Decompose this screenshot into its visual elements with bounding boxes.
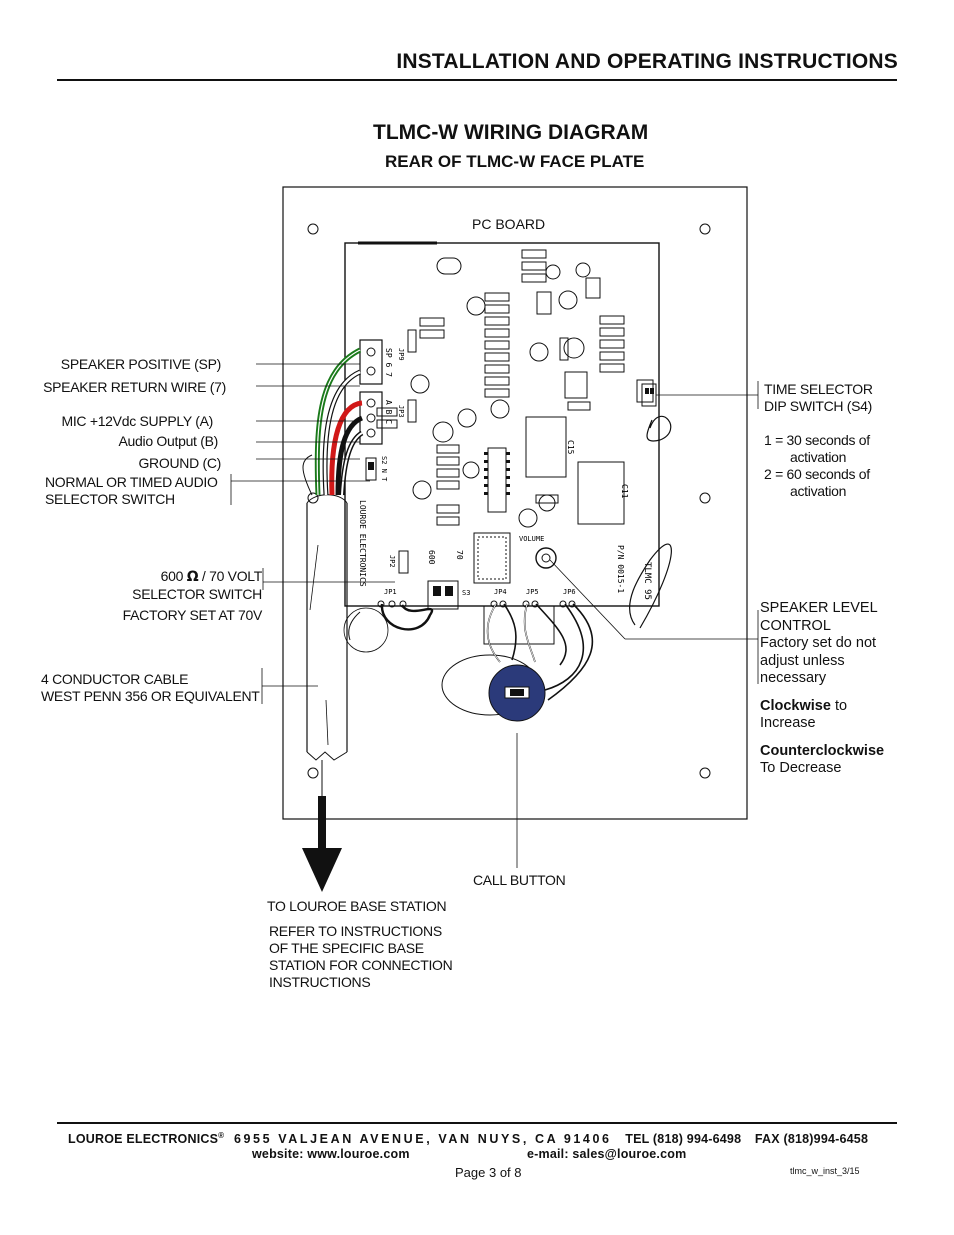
svg-text:70: 70	[455, 550, 464, 560]
footer-email[interactable]: e-mail: sales@louroe.com	[527, 1147, 687, 1161]
footer-website[interactable]: website: www.louroe.com	[252, 1147, 410, 1161]
svg-text:600: 600	[427, 550, 436, 565]
label-call-button: CALL BUTTON	[473, 872, 566, 888]
label-to-base-station: TO LOUROE BASE STATION	[267, 898, 447, 914]
cap-c15	[525, 416, 567, 478]
svg-text:S3: S3	[462, 589, 470, 597]
label-audio-output: Audio Output (B)	[118, 433, 219, 449]
doc-id: tlmc_w_inst_3/15	[790, 1166, 860, 1176]
footer-rule	[57, 1122, 897, 1124]
label-audio-selector: NORMAL OR TIMED AUDIO SELECTOR SWITCH	[45, 474, 218, 507]
capacitor-group	[410, 257, 654, 528]
svg-text:P/N 0015-1: P/N 0015-1	[616, 545, 625, 593]
pc-board	[344, 242, 660, 607]
terminal-block-mic	[359, 391, 383, 445]
label-speaker-positive: SPEAKER POSITIVE (SP)	[60, 356, 222, 372]
footer-address-line: LOUROE ELECTRONICS® 6955 VALJEAN AVENUE,…	[68, 1131, 869, 1147]
svg-text:A B C: A B C	[384, 400, 393, 424]
arrow-to-base-station	[302, 848, 342, 892]
diagram-subtitle: REAR OF TLMC-W FACE PLATE	[385, 152, 645, 171]
label-cable: 4 CONDUCTOR CABLE WEST PENN 356 OR EQUIV…	[41, 671, 260, 704]
transformer-t2	[473, 532, 511, 584]
pc-board-label: PC BOARD	[472, 216, 546, 232]
volume-pot	[535, 547, 557, 569]
svg-text:VOLUME: VOLUME	[519, 535, 544, 543]
label-speaker-return: SPEAKER RETURN WIRE (7)	[43, 379, 226, 395]
svg-text:C15: C15	[566, 440, 575, 455]
svg-text:JP5: JP5	[526, 588, 539, 596]
header-rule	[57, 79, 897, 81]
svg-text:C11: C11	[620, 484, 629, 499]
resistor-group	[376, 249, 625, 526]
svg-text:TLMC 95: TLMC 95	[642, 562, 652, 600]
mount-hole	[307, 492, 319, 504]
mount-hole	[699, 223, 711, 235]
ic-u1	[487, 447, 507, 513]
svg-text:JP9: JP9	[397, 348, 405, 361]
switch-s2	[365, 457, 377, 481]
svg-text:JP6: JP6	[563, 588, 576, 596]
label-ground: GROUND (C)	[138, 455, 221, 471]
page-number: Page 3 of 8	[455, 1165, 522, 1180]
label-time-option-1: 1 = 30 seconds of activation	[764, 432, 870, 465]
svg-text:JP4: JP4	[494, 588, 507, 596]
label-speaker-level: SPEAKER LEVEL CONTROL Factory set do not…	[760, 600, 885, 776]
mount-hole	[307, 223, 319, 235]
label-refer-instructions: REFER TO INSTRUCTIONS OF THE SPECIFIC BA…	[269, 923, 453, 990]
terminal-block-speaker	[359, 339, 383, 385]
svg-text:JP3: JP3	[397, 405, 405, 418]
svg-text:JP2: JP2	[388, 555, 396, 568]
page-header-title: INSTALLATION AND OPERATING INSTRUCTIONS	[396, 50, 898, 73]
switch-s3	[427, 580, 459, 610]
cap-c11	[577, 461, 625, 525]
face-plate	[282, 186, 748, 820]
wire-red	[329, 400, 363, 496]
mount-hole	[307, 767, 319, 779]
svg-text:S2 N T: S2 N T	[380, 456, 388, 482]
mount-hole	[699, 767, 711, 779]
svg-text:JP1: JP1	[384, 588, 397, 596]
label-ohm-selector: 600 Ω / 70 VOLT SELECTOR SWITCH FACTORY …	[122, 568, 263, 623]
label-mic-supply: MIC +12Vdc SUPPLY (A)	[61, 413, 213, 429]
svg-text:LOUROE ELECTRONICS: LOUROE ELECTRONICS	[358, 500, 367, 587]
svg-text:SP 6 7: SP 6 7	[384, 348, 393, 377]
label-time-selector: TIME SELECTOR DIP SWITCH (S4)	[764, 381, 873, 414]
dip-switch-s4	[641, 383, 657, 407]
diagram-title: TLMC-W WIRING DIAGRAM	[373, 121, 649, 144]
label-time-option-2: 2 = 60 seconds of activation	[764, 466, 870, 499]
mount-hole	[699, 492, 711, 504]
